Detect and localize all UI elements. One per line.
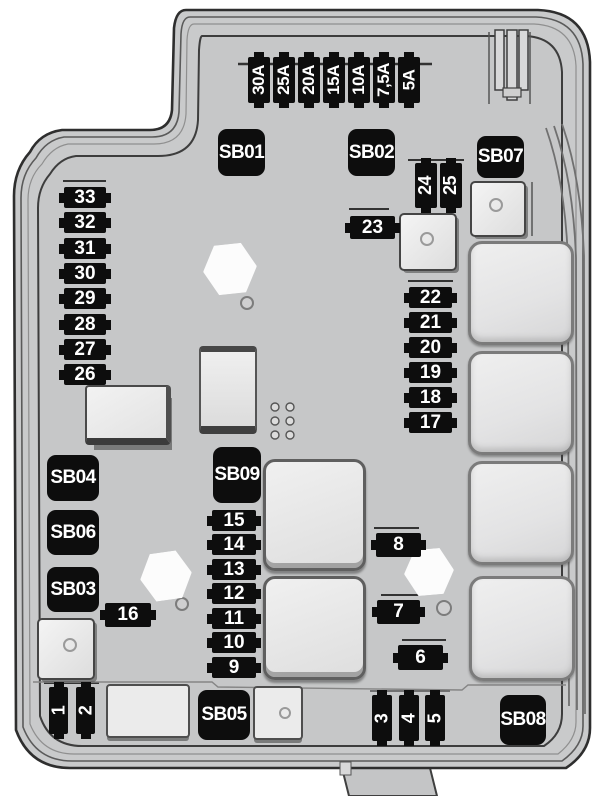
sb-block-sb05: SB05 [198, 690, 250, 740]
sb-block-sb02: SB02 [348, 129, 395, 176]
fuse-15: 15 [212, 510, 256, 531]
fuse-10a: 10A [348, 57, 370, 103]
sb-block-sb09: SB09 [213, 447, 261, 503]
fuse-13: 13 [212, 559, 256, 580]
fuse-18: 18 [409, 387, 452, 408]
fuse-10: 10 [212, 632, 256, 653]
sb-block-sb06: SB06 [47, 510, 99, 555]
fuse-23: 23 [350, 216, 395, 239]
fuse-31: 31 [64, 238, 106, 259]
relay [106, 684, 190, 738]
fuse-14: 14 [212, 534, 256, 555]
screw-ring [436, 600, 452, 616]
fuse-1: 1 [48, 687, 68, 734]
fuse-30: 30 [64, 263, 106, 284]
fuse-15a: 15A [323, 57, 345, 103]
fuse-17: 17 [409, 412, 452, 433]
fuse-30a: 30A [248, 57, 270, 103]
fuse-6: 6 [398, 645, 443, 670]
sb-block-sb03: SB03 [47, 567, 99, 612]
sb-block-sb08: SB08 [500, 695, 546, 745]
fuse-20a: 20A [298, 57, 320, 103]
relay [199, 346, 257, 434]
fuse-5: 5 [424, 695, 445, 741]
fuse-27: 27 [64, 339, 106, 360]
relay [253, 686, 303, 740]
relay [469, 576, 575, 681]
fuse-19: 19 [409, 362, 452, 383]
fuse-24: 24 [415, 163, 437, 208]
fuse-3: 3 [371, 695, 392, 741]
fuse-29: 29 [64, 288, 106, 309]
fuse-7-5a: 7,5A [373, 57, 395, 103]
sb-block-sb04: SB04 [47, 455, 99, 501]
screw-ring [240, 296, 254, 310]
fuse-5a: 5A [398, 57, 420, 103]
fuse-20: 20 [409, 337, 452, 358]
fuse-7: 7 [377, 600, 420, 624]
relay [263, 576, 366, 680]
relay [85, 385, 171, 445]
relay [468, 241, 574, 345]
fuse-9: 9 [212, 657, 256, 678]
relay [468, 461, 574, 565]
screw-ring [175, 597, 189, 611]
fuse-28: 28 [64, 314, 106, 335]
relay [468, 351, 574, 455]
relay [37, 618, 95, 680]
fuse-21: 21 [409, 312, 452, 333]
fuse-32: 32 [64, 212, 106, 233]
fuse-12: 12 [212, 583, 256, 604]
relay [263, 459, 366, 571]
fuse-16: 16 [105, 603, 151, 627]
relay [470, 181, 526, 237]
fuse-33: 33 [64, 187, 106, 208]
fuse-22: 22 [409, 287, 452, 308]
fuse-4: 4 [398, 695, 419, 741]
relay [399, 213, 457, 271]
fuse-11: 11 [212, 608, 256, 629]
fuse-26: 26 [64, 364, 106, 385]
sb-block-sb01: SB01 [218, 129, 265, 176]
fuse-8: 8 [376, 533, 421, 557]
sb-block-sb07: SB07 [477, 136, 524, 178]
fuse-2: 2 [75, 687, 95, 734]
latch-clip [488, 29, 531, 104]
fuse-25a: 25A [273, 57, 295, 103]
fuse-25: 25 [440, 163, 462, 208]
pin-dot-grid [270, 402, 295, 440]
